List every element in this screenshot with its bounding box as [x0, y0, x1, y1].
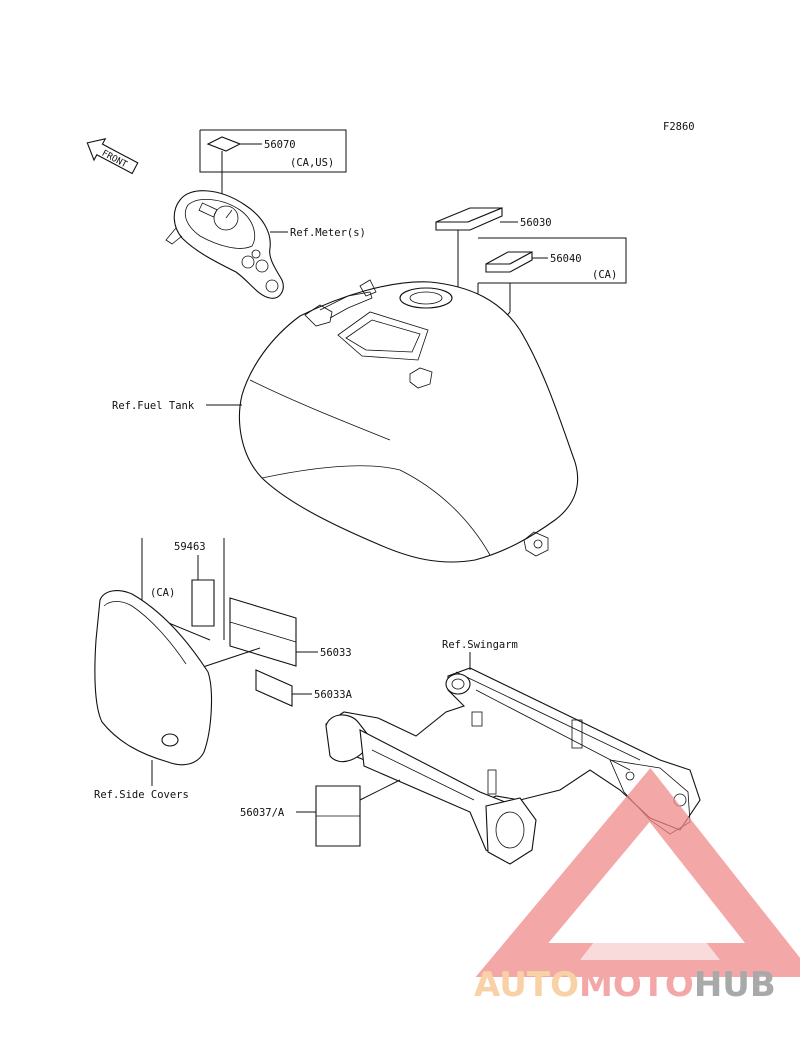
meter-assembly: [165, 190, 284, 299]
label-ref-fuel-tank: Ref.Fuel Tank: [112, 400, 195, 412]
label-59463-note: (CA): [150, 587, 175, 599]
fuel-tank: [238, 279, 579, 563]
label-59463: 59463: [174, 541, 206, 553]
label-56040-note: (CA): [592, 269, 617, 281]
figure-code: F2860: [663, 121, 695, 133]
callout-56033a: 56033A: [255, 669, 353, 707]
watermark-text-moto: MOTO: [579, 965, 694, 1005]
label-56033a: 56033A: [314, 689, 353, 701]
callout-56033: 56033: [199, 597, 352, 669]
label-56033: 56033: [320, 647, 352, 659]
callout-56037a: 56037/A: [240, 779, 401, 847]
watermark-text-auto: AUTO: [474, 965, 579, 1005]
callout-59463: 59463 (CA): [141, 538, 225, 641]
watermark-logo: AUTOMOTOHUB: [474, 768, 800, 1005]
front-arrow-icon: FRONT: [86, 138, 139, 175]
watermark-text-hub: HUB: [694, 965, 776, 1005]
label-56040: 56040: [550, 253, 582, 265]
watermark-triangle-icon: [475, 768, 800, 977]
label-56070: 56070: [264, 139, 296, 151]
label-ref-meter: Ref.Meter(s): [290, 227, 366, 239]
svg-text:AUTOMOTOHUB: AUTOMOTOHUB: [474, 965, 776, 1005]
label-56030: 56030: [520, 217, 552, 229]
callout-56040: 56040 (CA): [477, 237, 627, 346]
decal-56033a-icon: [255, 669, 293, 707]
label-56070-note: (CA,US): [290, 157, 334, 169]
swingarm: [325, 667, 701, 865]
label-56037a: 56037/A: [240, 807, 285, 819]
label-ref-side-covers: Ref.Side Covers: [94, 789, 189, 801]
callout-56030: 56030: [435, 207, 552, 325]
decal-56070-icon: [206, 136, 242, 152]
side-cover: [94, 590, 213, 766]
label-ref-swingarm: Ref.Swingarm: [442, 639, 518, 651]
decal-59463-icon: [191, 579, 215, 627]
callout-56070: 56070 (CA,US): [199, 129, 347, 195]
